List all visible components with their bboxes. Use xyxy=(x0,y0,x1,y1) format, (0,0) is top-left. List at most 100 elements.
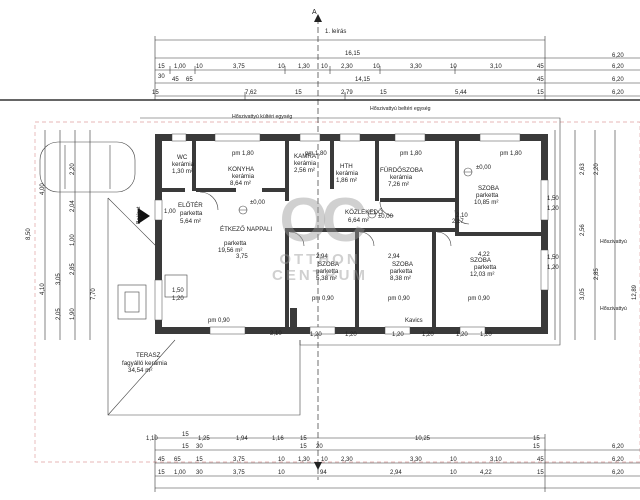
dim-text: 30 xyxy=(196,444,203,450)
dim-text: 2,63 xyxy=(580,163,586,175)
dim-text: 20 xyxy=(316,444,323,450)
dim-text: 15 xyxy=(295,90,302,96)
dim-text: 1,00 xyxy=(174,64,186,70)
dim-text: 1,10 xyxy=(146,436,158,442)
dim-text: 6,20 xyxy=(612,64,624,70)
sill-height: pm 1,80 xyxy=(305,151,327,157)
dim-text: 1,16 xyxy=(272,436,284,442)
interior-dim: 1,20 xyxy=(310,332,322,338)
dim-text: 65 xyxy=(174,457,181,463)
dim-text: 7,70 xyxy=(91,288,97,300)
interior-dim: 3,75 xyxy=(236,254,248,260)
dim-row-top3: 15 1,00 10 3,75 10 1,30 10 2,30 10 3,30 … xyxy=(158,64,624,70)
dim-text: 94 xyxy=(320,470,327,476)
room-area: 10,85 m² xyxy=(474,199,498,206)
room-name: TERASZ xyxy=(136,352,161,359)
terrace-outline xyxy=(107,197,301,416)
level-text: ±0,00 xyxy=(378,214,394,220)
room-name: HTH xyxy=(340,163,353,170)
dim-text: 16,15 xyxy=(345,51,361,57)
sill-height: pm 0,90 xyxy=(468,296,490,302)
interior-dim: 1,20 xyxy=(547,265,559,271)
room-area: 2,56 m² xyxy=(294,167,315,174)
room-name: KÖZLEKEDŐ xyxy=(345,209,383,216)
room-floor: kerámia xyxy=(390,174,413,181)
room-area: 6,64 m² xyxy=(348,217,369,224)
dim-text: 3,30 xyxy=(410,64,422,70)
dim-text: 6,20 xyxy=(612,77,624,83)
room-area: 12,03 m² xyxy=(470,271,494,278)
note-heat-pump-outdoor: Hőszivattyú kültéri egység xyxy=(232,114,292,120)
dim-text: 6,20 xyxy=(612,457,624,463)
room-szoba-3: SZOBA parketta 8,38 m² xyxy=(390,261,414,282)
dim-text: 30 xyxy=(158,74,165,80)
interior-dim: 1,20 xyxy=(392,332,404,338)
dim-text: 2,56 xyxy=(580,224,586,236)
dim-text: 10 xyxy=(450,470,457,476)
section-arrow-icon xyxy=(314,462,322,470)
dim-text: 2,20 xyxy=(594,163,600,175)
dim-text: 2,04 xyxy=(70,200,76,212)
room-floor: kerámia xyxy=(232,173,255,180)
sill-height: pm 1,80 xyxy=(232,151,254,157)
dim-text: 3,75 xyxy=(233,64,245,70)
top-dimension-lines xyxy=(0,39,640,489)
room-name: SZOBA xyxy=(478,185,500,192)
gravel-label: Kavics xyxy=(405,318,423,324)
dim-text: 6,20 xyxy=(612,470,624,476)
dim-text: 10 xyxy=(450,457,457,463)
dim-text: 3,10 xyxy=(490,64,502,70)
dim-text: 45 xyxy=(158,457,165,463)
dim-text: 10,25 xyxy=(415,436,431,442)
car-icon xyxy=(39,141,136,193)
interior-dim: 4,22 xyxy=(478,252,490,258)
right-dimensions: 12,89 2,20 2,63 2,56 2,85 3,05 xyxy=(580,163,638,300)
lot-boundary xyxy=(34,121,640,463)
interior-dim: 1,00 xyxy=(164,209,176,215)
room-area: 7,26 m² xyxy=(388,181,409,188)
dim-text: 6,20 xyxy=(612,53,624,59)
dim-text: 4,00 xyxy=(40,183,46,195)
room-floor: parketta xyxy=(390,268,413,275)
watermark-logo: OC OTTHON CENTRUM xyxy=(270,190,370,284)
room-floor: parketta xyxy=(476,192,499,199)
dim-text: 2,30 xyxy=(341,457,353,463)
room-eloter: ELŐTÉR parketta 5,64 m² xyxy=(178,202,203,225)
room-etkezo-nappali: ÉTKEZŐ NAPPALI parketta 19,56 m² xyxy=(218,226,272,254)
dim-text: 10 xyxy=(450,64,457,70)
dim-text: 3,10 xyxy=(490,457,502,463)
dim-text: 10 xyxy=(321,64,328,70)
level-markers xyxy=(238,167,473,219)
dim-text: 15 xyxy=(158,64,165,70)
room-area: 1,86 m² xyxy=(336,177,357,184)
dim-text: 12,89 xyxy=(632,284,638,300)
dim-text: 15 xyxy=(537,470,544,476)
interior-dim: 1,50 xyxy=(547,255,559,261)
dim-text: 15 xyxy=(152,90,159,96)
watermark-line2: CENTRUM xyxy=(272,267,368,284)
dim-text: 1,30 xyxy=(298,64,310,70)
room-area: 8,64 m² xyxy=(230,180,251,187)
room-area: 19,56 m² xyxy=(218,247,242,254)
dim-text: 45 xyxy=(537,77,544,83)
dim-text: 3,30 xyxy=(410,457,422,463)
room-name: SZOBA xyxy=(318,261,340,268)
room-terasz: TERASZ fagyálló kerámia 34,54 m² xyxy=(122,352,168,374)
dim-text: 2,85 xyxy=(594,268,600,280)
level-text: ±0,00 xyxy=(476,165,492,171)
dim-text: 1,30 xyxy=(298,457,310,463)
room-szoba-2: SZOBA parketta 5,38 m² xyxy=(316,261,340,282)
section-label: A xyxy=(312,9,317,16)
dim-text: 3,05 xyxy=(56,273,62,285)
interior-dim: 2,94 xyxy=(388,254,400,260)
dim-text: 15 xyxy=(196,457,203,463)
dim-text: 14,15 xyxy=(355,77,371,83)
dim-text: 2,79 xyxy=(341,90,353,96)
dim-text: 2,20 xyxy=(70,163,76,175)
dim-text: 1,94 xyxy=(236,436,248,442)
dim-text: 15 xyxy=(537,90,544,96)
dim-text: 3,05 xyxy=(580,288,586,300)
dim-text: 65 xyxy=(186,77,193,83)
